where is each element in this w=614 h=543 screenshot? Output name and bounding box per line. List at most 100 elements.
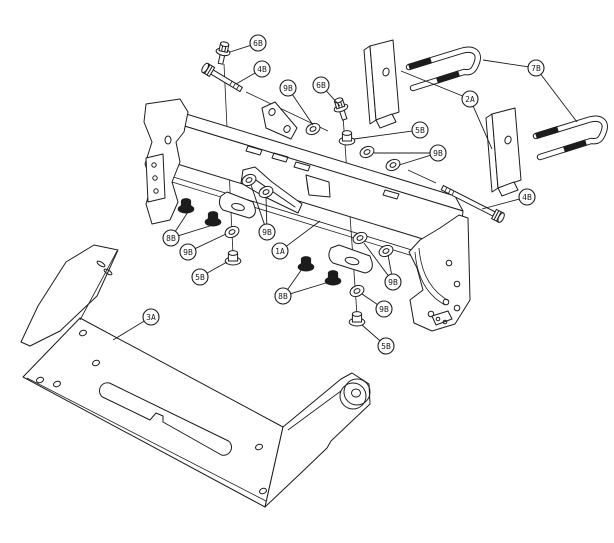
callout-leader	[175, 211, 189, 232]
callout-bubble	[162, 229, 180, 247]
callout-leader	[235, 72, 256, 85]
washer-hole	[228, 229, 236, 235]
bracket-hole	[164, 135, 172, 145]
callout-leader	[361, 324, 381, 342]
callout-bubble	[279, 79, 297, 97]
plate-hole	[53, 380, 61, 388]
callout-label: 6B	[316, 81, 326, 90]
callout-leader	[287, 268, 303, 290]
callout-leader	[387, 254, 392, 275]
left-bracket-side-plate	[145, 153, 166, 203]
callout-5B: 5B	[353, 121, 429, 140]
callout-label: 3A	[146, 313, 156, 322]
channel-bracket-right	[485, 107, 522, 197]
callout-leader	[265, 196, 268, 225]
callout-leader	[482, 59, 529, 68]
flat-washer	[305, 122, 321, 136]
callout-leader	[361, 293, 378, 305]
winch-plate-front-edge	[26, 377, 267, 502]
bracket-hole	[453, 280, 461, 288]
callout-label: 8B	[166, 234, 176, 243]
callout-label: 9B	[183, 248, 193, 257]
callout-bubble	[142, 308, 160, 326]
callout-5B: 5B	[361, 324, 395, 355]
callout-9B: 9B	[279, 79, 314, 126]
hex-bolt	[440, 184, 505, 223]
callout-leader	[290, 281, 330, 295]
u-bolt-body	[406, 47, 480, 91]
strap-hole	[283, 125, 291, 133]
bracket-hole	[504, 135, 512, 145]
flange-bolt	[215, 41, 231, 65]
bracket-hole	[442, 298, 450, 306]
callout-leader	[178, 224, 214, 237]
washer-hole	[309, 126, 317, 132]
bolt-threads	[229, 81, 240, 90]
callout-leader	[481, 198, 520, 210]
bracket-face	[491, 107, 522, 189]
tab-oval-hole	[344, 256, 360, 266]
u-bolt-right	[532, 115, 608, 161]
winch-plate-slot	[99, 382, 232, 456]
beam-mount-tab-right	[328, 244, 373, 274]
foot-hole	[435, 316, 441, 322]
callout-label: 9B	[379, 305, 389, 314]
wing-slot	[96, 260, 106, 268]
bracket-face	[369, 39, 400, 121]
nut-top	[207, 211, 219, 217]
callout-bubble	[377, 337, 395, 355]
plate-hole	[255, 443, 263, 451]
nut-top	[351, 311, 363, 317]
bolt-head-end	[497, 212, 505, 223]
plate-hole	[79, 329, 87, 337]
plate-hole	[36, 376, 44, 384]
callout-label: 1A	[275, 247, 285, 256]
callout-9B: 9B	[374, 144, 447, 166]
flat-washer	[241, 173, 257, 187]
callout-7B: 7B	[482, 59, 578, 123]
bolt-head-top	[220, 41, 230, 47]
bracket-hole	[427, 310, 435, 318]
washer-hole	[245, 177, 253, 183]
flange-nut	[224, 250, 242, 266]
u-bolt-body	[533, 116, 607, 160]
black-flange-nut	[297, 256, 315, 272]
plate-hole	[92, 359, 100, 367]
bracket-hole	[453, 304, 461, 312]
nut-top	[227, 250, 239, 256]
washer-hole	[353, 288, 361, 294]
wing-slot	[103, 268, 113, 276]
right-bracket-foot	[431, 310, 453, 326]
right-bracket-arc	[414, 247, 450, 306]
u-bolt-left	[405, 46, 481, 92]
beam-slot	[293, 161, 311, 172]
nut-top	[180, 198, 192, 204]
callout-leader	[286, 220, 321, 247]
callout-9B: 9B	[363, 242, 402, 291]
nut-top	[341, 130, 353, 136]
black-flange-nut	[177, 198, 195, 214]
callout-6B: 6B	[229, 34, 267, 53]
callout-bubble	[384, 273, 402, 291]
callout-bubble	[518, 188, 536, 206]
callout-bubble	[527, 59, 545, 77]
bracket-hole	[445, 259, 453, 267]
bracket-foot	[497, 181, 519, 197]
callout-label: 9B	[433, 149, 443, 158]
bracket-hole	[152, 175, 158, 181]
beam-slot	[245, 145, 263, 156]
center-link-strap	[261, 101, 298, 140]
callout-label: 4B	[522, 193, 532, 202]
callout-bubble	[461, 90, 479, 108]
callout-bubble	[253, 60, 271, 78]
callout-label: 5B	[381, 342, 391, 351]
callout-9B: 9B	[361, 293, 393, 318]
callout-label: 4B	[257, 65, 267, 74]
winch-plate-right-wing	[264, 372, 371, 508]
beam-cutout-tab	[305, 174, 331, 198]
bolt-threads	[444, 187, 455, 196]
left-wing-crease	[79, 250, 118, 321]
u-bolt-threads	[535, 126, 587, 153]
